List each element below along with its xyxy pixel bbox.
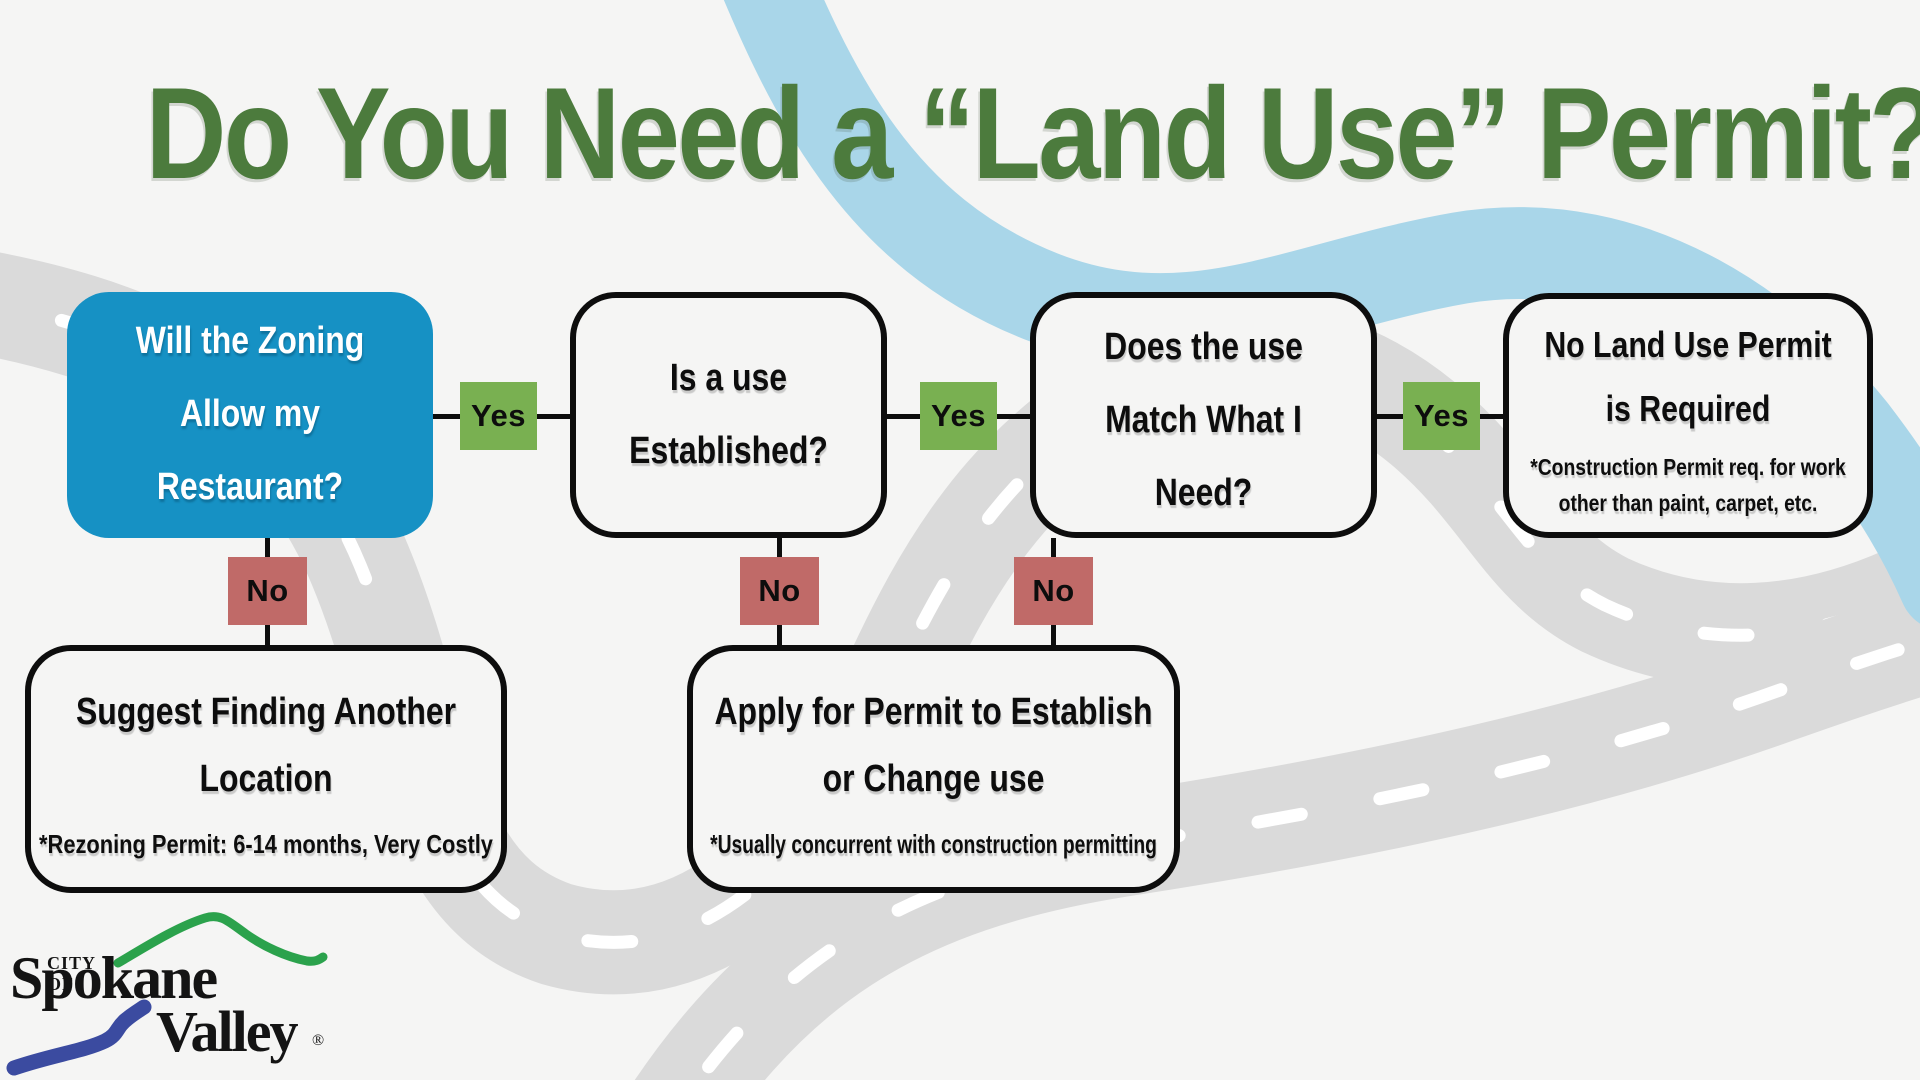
- node-text: Established?: [629, 430, 828, 472]
- logo-valley-text: Valley: [156, 999, 299, 1064]
- node-text: Will the Zoning: [135, 320, 365, 362]
- node-text: is Required: [1605, 388, 1771, 429]
- edge-label-text: No: [1032, 573, 1075, 608]
- edge-label-text: Yes: [1414, 398, 1469, 433]
- title-wrap: Do You Need a “Land Use” Permit?: [0, 58, 1920, 208]
- node-text: Allow my: [179, 393, 321, 435]
- logo-spokane-text: Spokane: [10, 945, 218, 1011]
- node-note: *Rezoning Permit: 6-14 months, Very Cost…: [39, 828, 493, 859]
- node-text: Suggest Finding Another: [75, 691, 457, 733]
- edge-label-text: No: [246, 573, 289, 608]
- node-no-land-use-permit: No Land Use Permit is Required *Construc…: [1503, 293, 1873, 538]
- edge-label-text: Yes: [471, 398, 526, 433]
- node-text: Location: [199, 758, 333, 800]
- road-dashes-bottom-right: [690, 636, 1920, 1080]
- edge-label-no-1: No: [228, 557, 307, 625]
- node-text: Apply for Permit to Establish: [714, 691, 1153, 733]
- logo-registered-mark: ®: [312, 1032, 325, 1049]
- node-text: Does the use: [1104, 326, 1303, 368]
- node-use-match-question: Does the use Match What I Need?: [1030, 292, 1377, 538]
- node-text: Restaurant?: [156, 466, 344, 508]
- node-text: No Land Use Permit: [1544, 324, 1832, 365]
- edge-label-no-3: No: [1014, 557, 1093, 625]
- node-text: Need?: [1154, 472, 1253, 514]
- edge-label-text: No: [758, 573, 801, 608]
- node-use-established-question: Is a use Established?: [570, 292, 887, 538]
- node-suggest-another-location: Suggest Finding Another Location *Rezoni…: [25, 645, 507, 893]
- logo-mountain-ridge: [113, 912, 328, 968]
- edge-label-yes-3: Yes: [1403, 382, 1480, 450]
- node-note: other than paint, carpet, etc.: [1558, 489, 1818, 516]
- node-text: Is a use: [669, 357, 788, 399]
- node-text: or Change use: [822, 758, 1045, 800]
- page-title: Do You Need a “Land Use” Permit?: [145, 60, 1920, 206]
- edge-label-yes-1: Yes: [460, 382, 537, 450]
- node-apply-for-permit: Apply for Permit to Establish or Change …: [687, 645, 1180, 893]
- edge-label-no-2: No: [740, 557, 819, 625]
- node-text: Match What I: [1105, 399, 1302, 441]
- logo-city-of-text: CITY OF: [47, 953, 96, 994]
- edge-label-yes-2: Yes: [920, 382, 997, 450]
- node-note: *Usually concurrent with construction pe…: [710, 828, 1157, 859]
- logo-graphic: [6, 912, 328, 1076]
- edge-label-text: Yes: [931, 398, 986, 433]
- road-dashes-main: [0, 299, 1912, 949]
- node-note: *Construction Permit req. for work: [1530, 454, 1846, 480]
- node-zoning-question: Will the Zoning Allow my Restaurant?: [67, 292, 433, 538]
- logo-river-swoosh: [6, 999, 152, 1076]
